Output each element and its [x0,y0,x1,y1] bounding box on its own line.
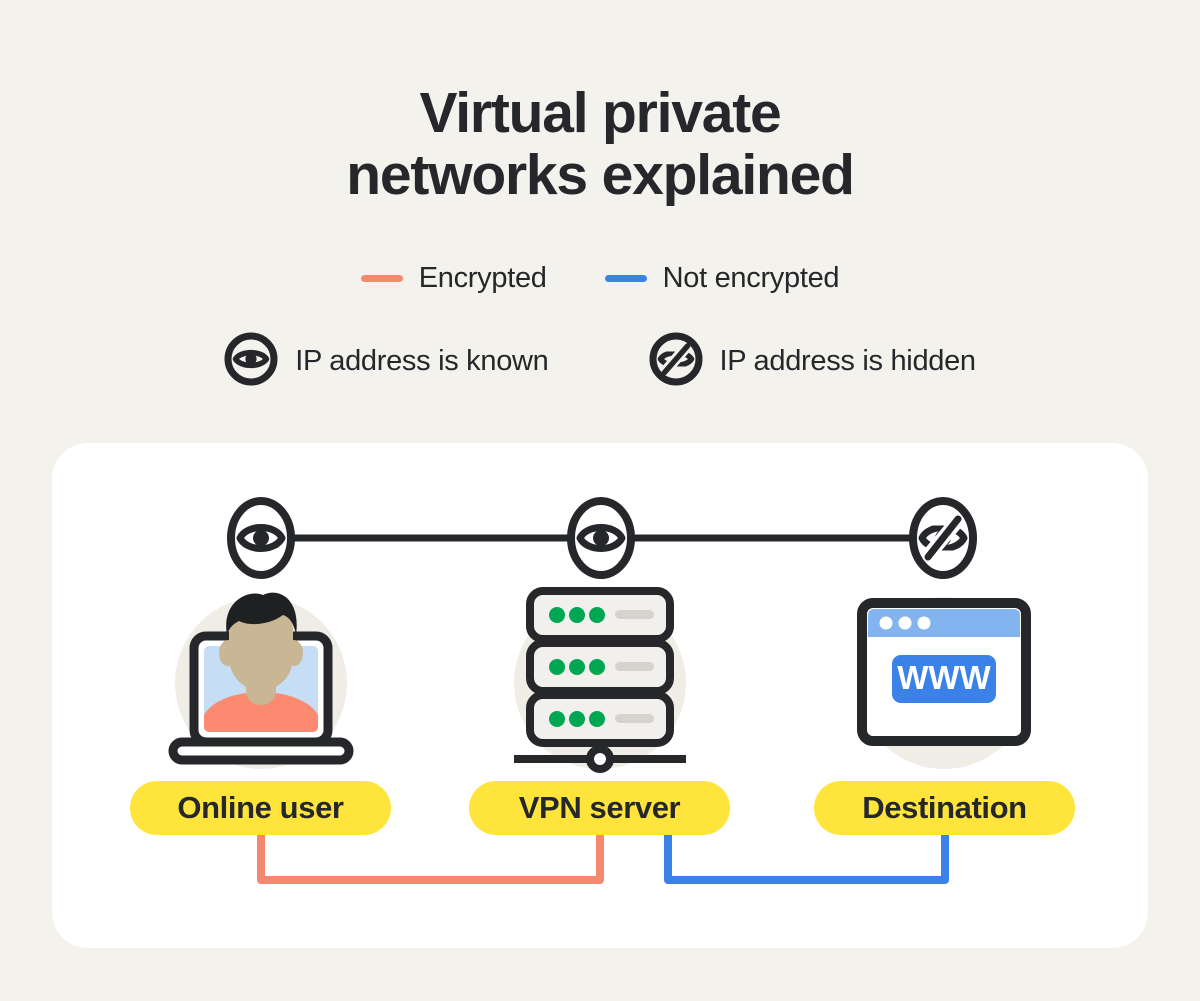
browser-www-text: WWW [897,659,991,696]
server-rack-icon [500,583,700,778]
page-title-line-2: networks explained [346,143,855,207]
legend-label-not-encrypted: Not encrypted [662,262,840,294]
laptop-person-icon [151,583,371,778]
page-title: Virtual private networks explained [0,82,1200,206]
line-dash-encrypted-icon [360,275,403,282]
legend-label-ip-hidden: IP address is hidden [719,345,977,377]
legend-item-ip-known: IP address is known [224,332,549,391]
legend-label-ip-known: IP address is known [295,345,549,377]
node-destination[interactable]: WWW [794,583,1094,813]
label-vpn-server-text: VPN server [518,790,681,825]
legend-item-encrypted: Encrypted [360,262,547,295]
eye-visible-icon [224,332,278,391]
node-online-user[interactable] [111,583,411,813]
eye-slash-icon [649,332,703,391]
legend-label-encrypted: Encrypted [418,262,547,294]
diagram-nodes: WWW [52,443,1148,948]
legend-icon-swatches: IP address is known IP address is hidden [0,332,1200,391]
browser-window-www-icon: WWW [844,583,1044,778]
label-destination-text: Destination [862,790,1027,825]
node-vpn-server[interactable] [450,583,750,813]
page-title-line-1: Virtual private [419,81,781,145]
line-dash-not-encrypted-icon [604,275,647,282]
label-vpn-server[interactable]: VPN server [469,781,730,835]
label-destination[interactable]: Destination [814,781,1075,835]
legend-line-swatches: Encrypted Not encrypted [0,262,1200,295]
label-online-user[interactable]: Online user [130,781,391,835]
label-online-user-text: Online user [177,790,344,825]
legend-item-not-encrypted: Not encrypted [604,262,840,295]
legend-item-ip-hidden: IP address is hidden [649,332,976,391]
diagram-card: WWW Online user VPN server Destination [52,443,1148,948]
